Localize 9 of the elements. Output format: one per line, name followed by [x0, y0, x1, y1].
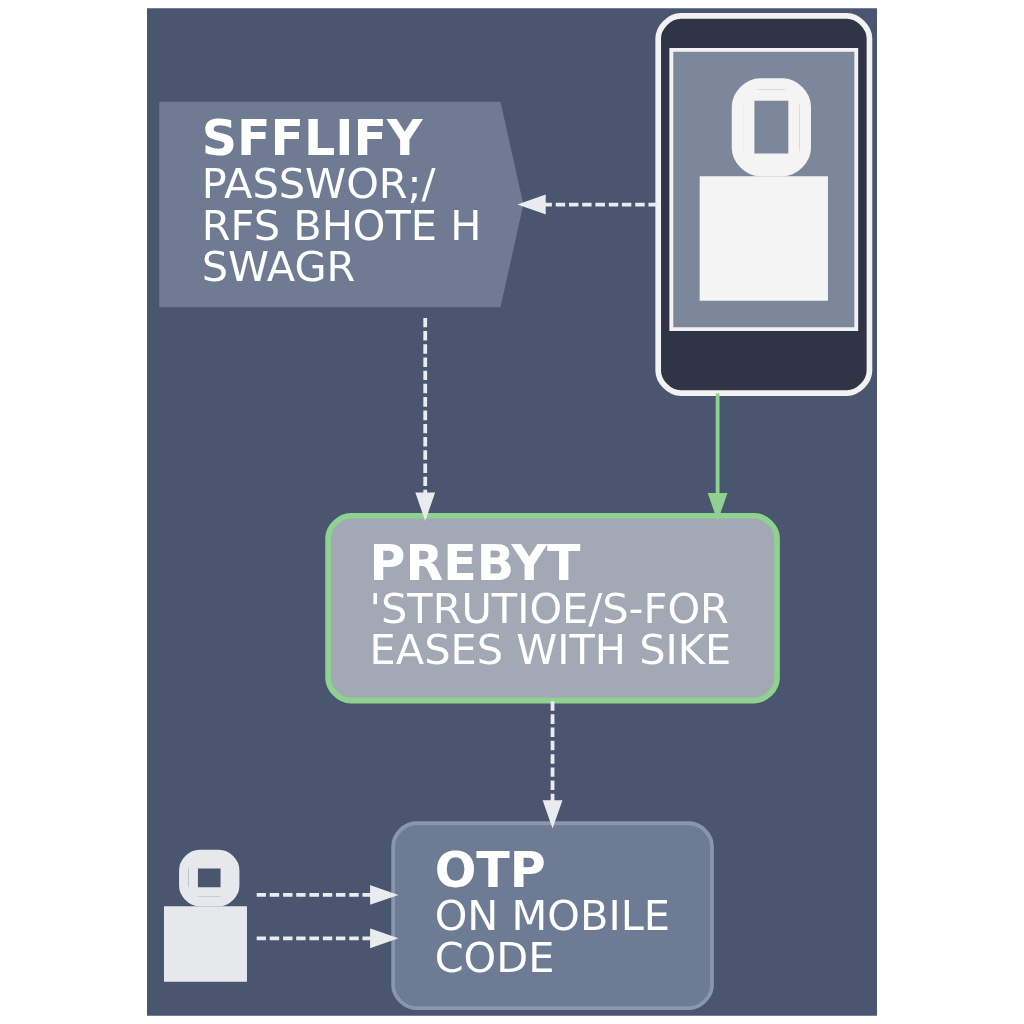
arrow — [542, 701, 563, 829]
node-box: OTP ON MOBILE CODE — [391, 821, 714, 1010]
node-phone — [655, 13, 873, 396]
arrow — [256, 928, 399, 949]
arrow — [517, 194, 658, 215]
arrow — [256, 885, 399, 905]
arrow — [415, 318, 436, 521]
arrow — [707, 393, 728, 522]
node-box: PREBYT 'STRUTIOE/S-FOR EASES WITH SIKE — [325, 512, 780, 704]
